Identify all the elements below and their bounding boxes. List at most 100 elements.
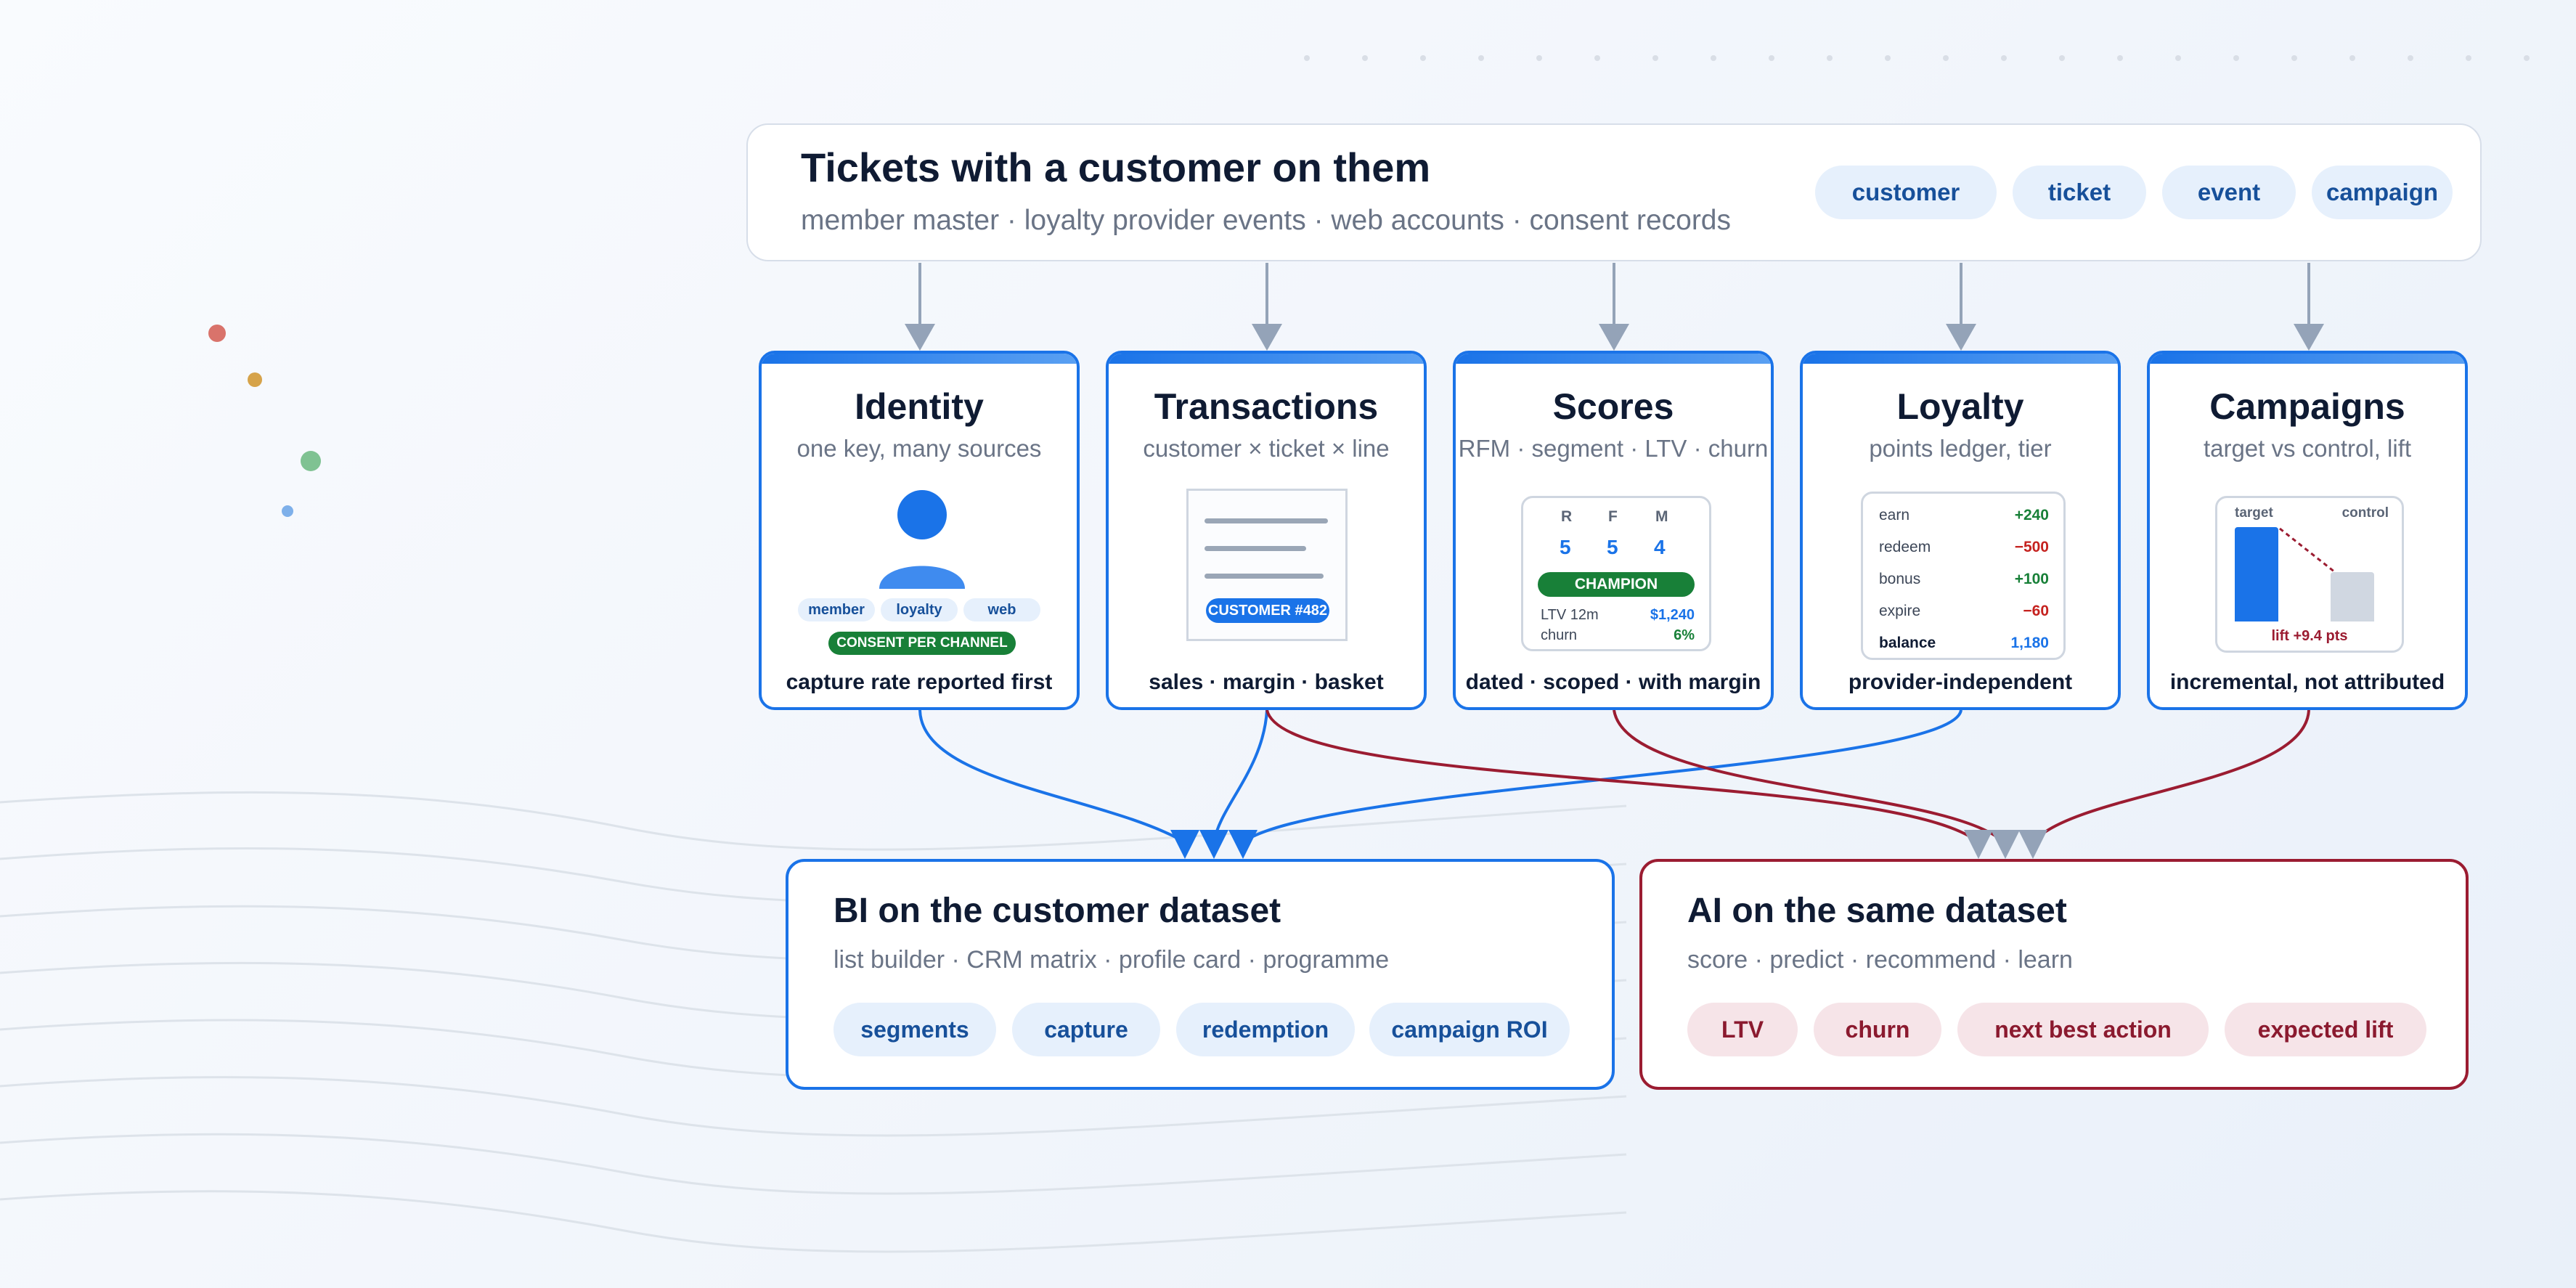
module-subtitle: customer × ticket × line bbox=[1143, 435, 1390, 462]
output-subtitle: score · predict · recommend · learn bbox=[1687, 946, 2073, 974]
decor-dot bbox=[1827, 55, 1833, 61]
source-chip-member: member bbox=[798, 598, 875, 621]
ledger-value: +100 bbox=[2014, 571, 2049, 587]
decor-dot bbox=[1711, 55, 1716, 61]
decor-dot bbox=[2466, 55, 2471, 61]
decor-dot bbox=[1652, 55, 1658, 61]
control-label: control bbox=[2341, 505, 2389, 521]
rfm-header-r: R bbox=[1561, 508, 1573, 525]
module-footer: incremental, not attributed bbox=[2169, 670, 2445, 694]
ltv-value: $1,240 bbox=[1650, 607, 1695, 623]
decor-dot bbox=[1943, 55, 1949, 61]
output-subtitle: list builder · CRM matrix · profile card… bbox=[833, 946, 1390, 974]
decor-dot bbox=[1594, 55, 1600, 61]
card-accent-bar bbox=[2150, 354, 2465, 364]
module-campaigns: Campaigns target vs control, lift target… bbox=[2147, 351, 2468, 710]
module-subtitle: one key, many sources bbox=[796, 435, 1042, 462]
decor-dot bbox=[1362, 55, 1368, 61]
ledger-label: bonus bbox=[1879, 571, 1921, 587]
card-accent-bar bbox=[1803, 354, 2118, 364]
rfm-value-r: 5 bbox=[1560, 536, 1571, 558]
chip-ticket: ticket bbox=[2013, 166, 2146, 219]
output-ai: AI on the same dataset score · predict ·… bbox=[1639, 859, 2469, 1090]
module-subtitle: RFM · segment · LTV · churn bbox=[1458, 435, 1769, 462]
consent-badge: CONSENT PER CHANNEL bbox=[828, 632, 1016, 655]
module-footer: capture rate reported first bbox=[786, 670, 1053, 694]
decor-dot bbox=[1420, 55, 1426, 61]
decor-dot bbox=[1478, 55, 1484, 61]
decor-dot bbox=[2408, 55, 2413, 61]
pill-redemption: redemption bbox=[1176, 1003, 1355, 1056]
ledger-label: redeem bbox=[1879, 539, 1931, 555]
ledger-value: 1,180 bbox=[2010, 635, 2049, 651]
module-footer: provider-independent bbox=[1848, 670, 2073, 694]
rfm-header-f: F bbox=[1608, 508, 1618, 525]
page-title: Tickets with a customer on them bbox=[801, 144, 1431, 190]
decor-dot bbox=[2524, 55, 2530, 61]
output-title: AI on the same dataset bbox=[1687, 892, 2067, 930]
chip-event: event bbox=[2162, 166, 2296, 219]
ltv-label: LTV 12m bbox=[1541, 607, 1599, 623]
module-title: Scores bbox=[1552, 386, 1674, 427]
rfm-value-f: 5 bbox=[1607, 536, 1618, 558]
ledger-value: +240 bbox=[2014, 507, 2049, 523]
module-title: Transactions bbox=[1154, 386, 1379, 427]
ledger-value: −500 bbox=[2014, 539, 2049, 555]
lift-panel: target control lift +9.4 pts bbox=[2215, 496, 2404, 653]
decor-dot bbox=[2349, 55, 2355, 61]
pill-campaign-roi: campaign ROI bbox=[1369, 1003, 1570, 1056]
module-subtitle: target vs control, lift bbox=[2203, 435, 2412, 462]
pill-capture: capture bbox=[1012, 1003, 1160, 1056]
pill-churn: churn bbox=[1814, 1003, 1941, 1056]
output-title: BI on the customer dataset bbox=[833, 892, 1281, 930]
lift-label: lift +9.4 pts bbox=[2271, 628, 2348, 644]
decor-dot bbox=[2059, 55, 2065, 61]
decor-dot bbox=[1885, 55, 1891, 61]
receipt-icon: CUSTOMER #482 bbox=[1186, 489, 1348, 641]
module-title: Campaigns bbox=[2209, 386, 2405, 427]
decor-dot bbox=[1304, 55, 1310, 61]
score-panel: R F M 5 5 4 CHAMPION LTV 12m $1,240 chur… bbox=[1521, 496, 1711, 651]
churn-value: 6% bbox=[1674, 627, 1695, 643]
points-ledger: earn +240 redeem −500 bonus +100 expire … bbox=[1861, 492, 2066, 660]
source-list: member master · loyalty provider events … bbox=[801, 205, 1732, 236]
decor-dot bbox=[2117, 55, 2123, 61]
card-accent-bar bbox=[1109, 354, 1424, 364]
pill-expected-lift: expected lift bbox=[2225, 1003, 2426, 1056]
ledger-label: expire bbox=[1879, 603, 1921, 619]
rfm-value-m: 4 bbox=[1654, 536, 1666, 558]
customer-tag: CUSTOMER #482 bbox=[1206, 598, 1329, 623]
ledger-value: −60 bbox=[2023, 603, 2049, 619]
decor-dot bbox=[2233, 55, 2239, 61]
decor-dot bbox=[2001, 55, 2007, 61]
target-label: target bbox=[2235, 505, 2273, 521]
module-identity: Identity one key, many sources member lo… bbox=[759, 351, 1080, 710]
chip-customer: customer bbox=[1815, 166, 1997, 219]
ledger-label: balance bbox=[1879, 635, 1936, 651]
lift-dashed-line bbox=[2279, 527, 2336, 574]
pill-ltv: LTV bbox=[1687, 1003, 1798, 1056]
decor-dot bbox=[2291, 55, 2297, 61]
module-title: Loyalty bbox=[1896, 386, 2024, 427]
segment-badge: CHAMPION bbox=[1538, 572, 1695, 597]
decor-dot bbox=[2175, 55, 2181, 61]
source-chip-web: web bbox=[963, 598, 1040, 621]
decor-dot bbox=[1536, 55, 1542, 61]
module-loyalty: Loyalty points ledger, tier earn +240 re… bbox=[1800, 351, 2121, 710]
pill-next-best-action: next best action bbox=[1957, 1003, 2209, 1056]
control-bar bbox=[2331, 572, 2374, 621]
churn-label: churn bbox=[1541, 627, 1578, 643]
module-scores: Scores RFM · segment · LTV · churn R F M… bbox=[1453, 351, 1774, 710]
module-footer: dated · scoped · with margin bbox=[1465, 670, 1761, 694]
rfm-header-m: M bbox=[1655, 508, 1668, 525]
chip-campaign: campaign bbox=[2312, 166, 2453, 219]
output-bi: BI on the customer dataset list builder … bbox=[786, 859, 1615, 1090]
card-accent-bar bbox=[762, 354, 1077, 364]
pill-segments: segments bbox=[833, 1003, 996, 1056]
target-bar bbox=[2235, 527, 2278, 621]
module-subtitle: points ledger, tier bbox=[1869, 435, 2052, 462]
source-chip-loyalty: loyalty bbox=[881, 598, 958, 621]
card-accent-bar bbox=[1456, 354, 1771, 364]
